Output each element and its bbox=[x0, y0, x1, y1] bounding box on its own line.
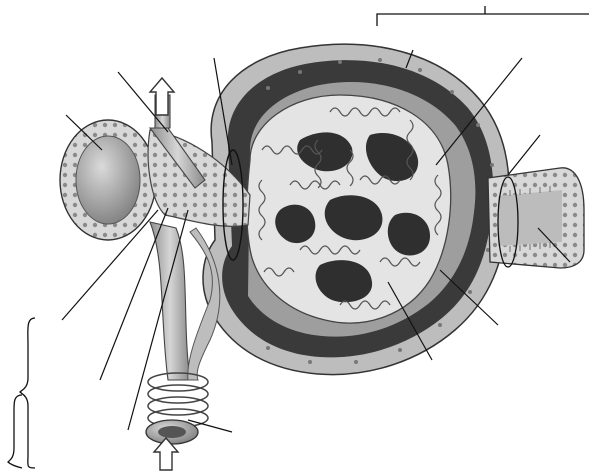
left-inner-bracket bbox=[8, 395, 22, 468]
left-outer-bracket bbox=[20, 318, 35, 468]
proximal-tubule bbox=[488, 168, 584, 268]
leader-line bbox=[508, 135, 540, 175]
afferent-arteriole bbox=[146, 222, 220, 444]
glomerulus bbox=[247, 95, 451, 323]
distal-tubule bbox=[60, 120, 156, 240]
top-bracket bbox=[377, 14, 589, 26]
